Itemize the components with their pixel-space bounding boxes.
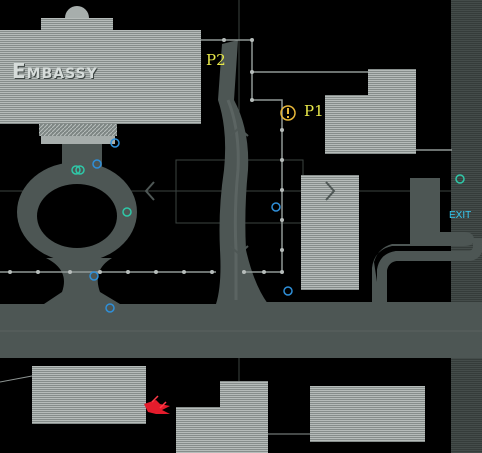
building-east [301, 175, 359, 290]
map-edge-strip [451, 0, 482, 453]
path-nodes [8, 38, 284, 274]
player-label-p1: P1 [304, 102, 324, 120]
roundabout-stem [62, 140, 102, 168]
embassy-tower [41, 18, 113, 32]
central-road [216, 40, 268, 304]
warning-icon[interactable] [280, 105, 296, 121]
embassy-steps [39, 124, 117, 136]
node-marker-icon[interactable] [89, 138, 293, 313]
building-southeast [310, 386, 425, 442]
main-road [0, 302, 482, 358]
exit-road [372, 178, 474, 302]
southwest-path [0, 375, 33, 383]
player-label-p2: P2 [206, 51, 226, 69]
objective-marker-icon[interactable] [71, 165, 465, 217]
enemy-marker-icon[interactable] [144, 395, 170, 414]
exit-road-inner [377, 238, 482, 302]
building-southwest [32, 366, 146, 424]
roundabout-exit [44, 258, 120, 304]
building-northeast [325, 69, 416, 154]
building-label-embassy: Embassy [12, 59, 98, 83]
building-south [176, 381, 268, 453]
exit-label[interactable]: EXIT [449, 210, 472, 221]
central-road-core [226, 99, 240, 300]
embassy-porch [41, 136, 115, 144]
direction-chevron-icon [144, 126, 336, 256]
embassy-building [0, 30, 201, 124]
roundabout-center [37, 184, 117, 248]
